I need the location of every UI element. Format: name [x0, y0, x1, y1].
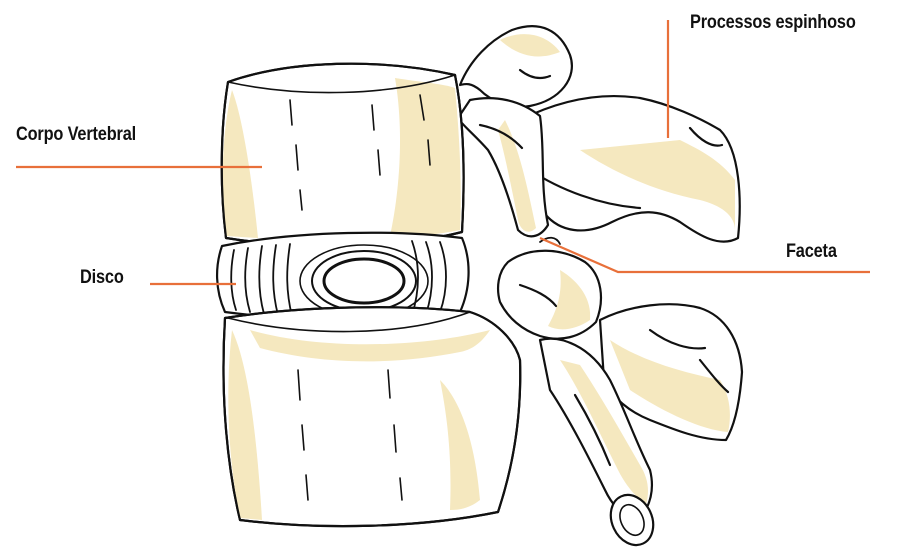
- label-processos-espinhoso: Processos espinhoso: [690, 12, 856, 34]
- lower-vertebral-body: [223, 307, 520, 526]
- lower-superior-facet: [498, 238, 601, 339]
- upper-spinous-process: [519, 96, 740, 242]
- label-faceta: Faceta: [786, 241, 837, 263]
- intervertebral-disc: [217, 233, 468, 320]
- upper-pedicle: [458, 98, 548, 236]
- upper-vertebral-body: [222, 64, 464, 246]
- label-corpo-vertebral: Corpo Vertebral: [16, 124, 136, 146]
- label-disco: Disco: [80, 267, 124, 289]
- upper-superior-facet: [460, 26, 572, 107]
